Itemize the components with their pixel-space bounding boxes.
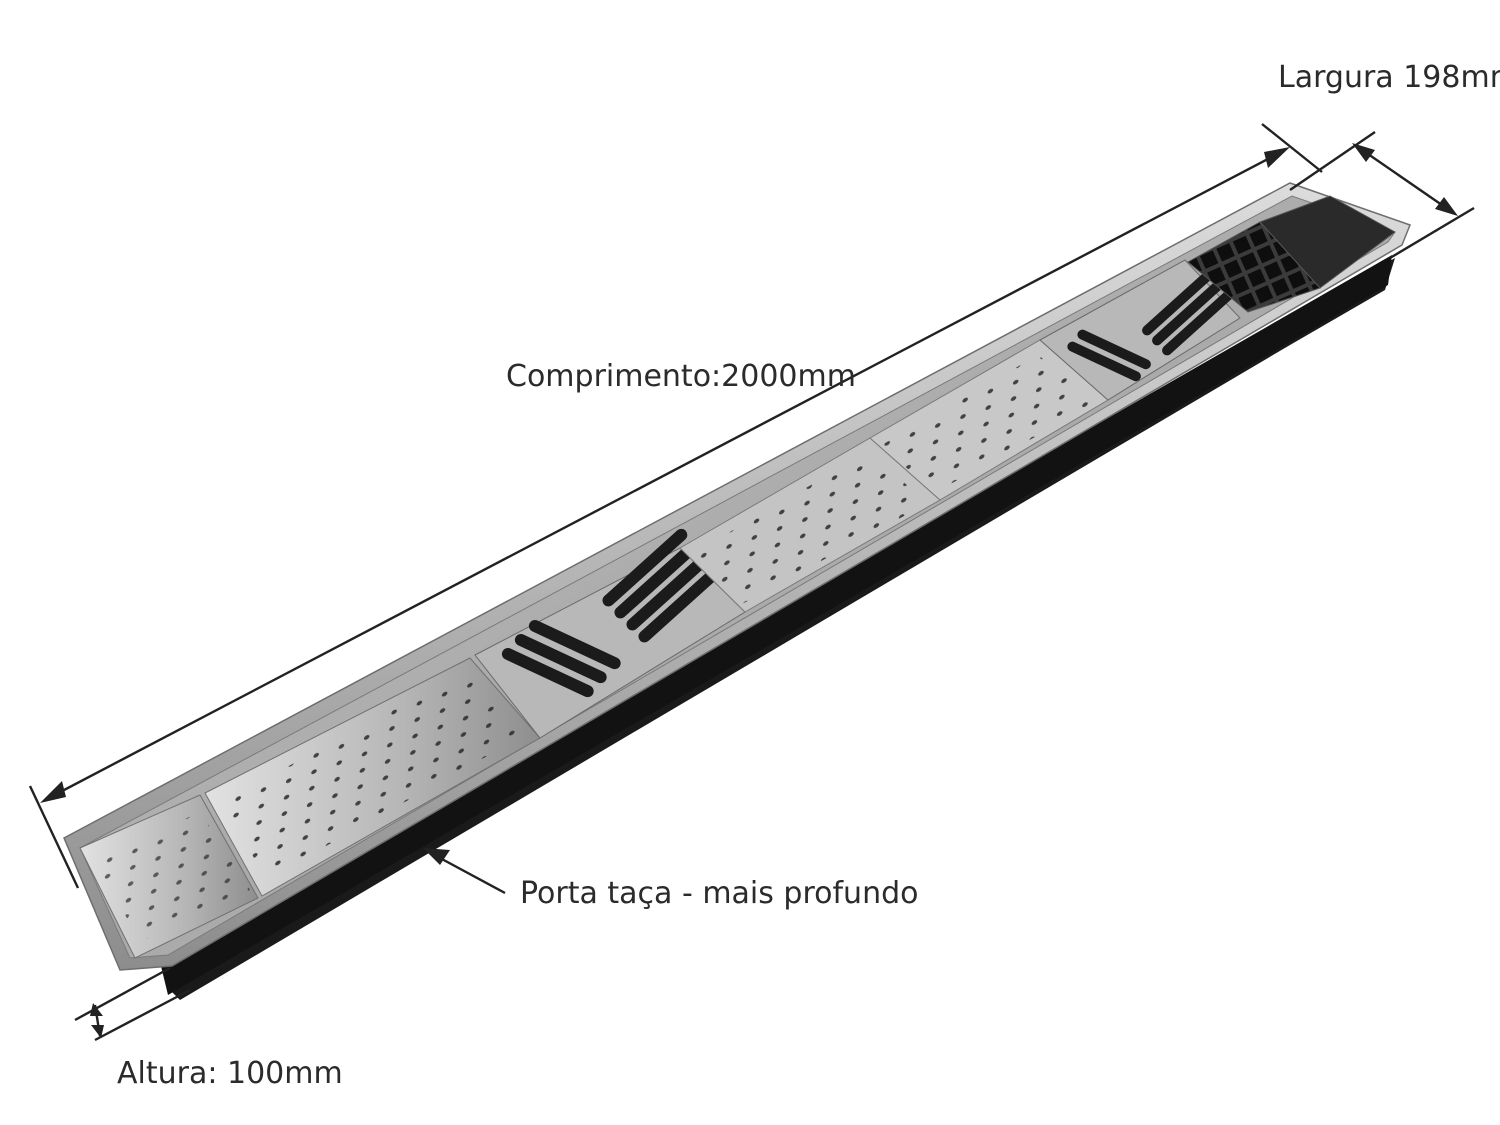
depth-note-label: Porta taça - mais profundo <box>520 876 918 911</box>
width-dimension <box>1289 131 1475 260</box>
depth-note-arrow <box>423 848 506 895</box>
dish-rack-1 <box>474 528 746 739</box>
height-label: Altura: 100mm <box>117 1056 343 1091</box>
cutlery-grid <box>1187 195 1396 313</box>
glass-holder-basket <box>79 794 259 959</box>
dish-rack-2 <box>1039 259 1241 401</box>
height-dimension <box>74 966 191 1042</box>
length-label: Comprimento:2000mm <box>506 359 856 394</box>
width-label: Largura 198mm <box>1278 60 1500 95</box>
tray-body <box>160 255 1395 1000</box>
length-dimension <box>28 123 1323 889</box>
